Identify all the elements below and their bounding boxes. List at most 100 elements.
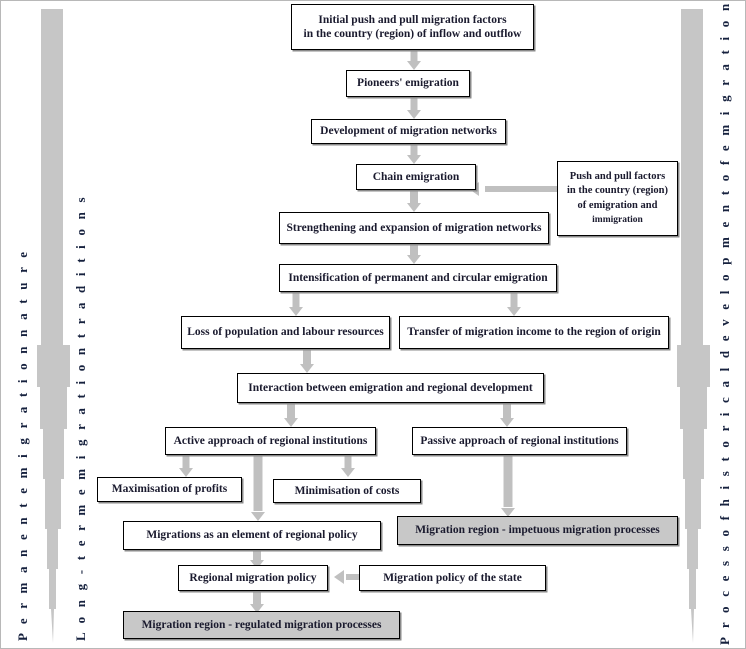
- right-tapered-arrow-icon: [677, 9, 723, 643]
- arrow-head-down-icon: [251, 512, 265, 521]
- node-push-pull-line2: in the country (region): [566, 185, 668, 197]
- node-interaction-text: Interaction between emigration and regio…: [248, 381, 533, 394]
- node-push-pull-factors[interactable]: Push and pull factors in the country (re…: [557, 161, 678, 236]
- node-impetuous-processes[interactable]: Migration region - impetuous migration p…: [397, 516, 678, 545]
- arrow-head-down-icon: [407, 110, 421, 119]
- arrow-head-down-icon: [407, 155, 421, 164]
- node-transfer-income-text: Transfer of migration income to the regi…: [407, 326, 661, 339]
- arrow-head-down-icon: [500, 418, 514, 427]
- node-chain-emigration[interactable]: Chain emigration: [356, 164, 476, 190]
- edge-active-to-maximisation: [177, 455, 195, 477]
- node-push-pull-line4: immigration: [592, 214, 643, 225]
- arrow-shaft: [410, 144, 418, 156]
- edge-development-to-chain: [405, 144, 423, 164]
- arrow-head-down-icon: [407, 203, 421, 212]
- node-maximisation-profits-text: Maximisation of profits: [111, 483, 228, 496]
- arrow-head-down-icon: [407, 61, 421, 70]
- edge-intensification-to-transfer: [505, 292, 523, 316]
- node-transfer-income[interactable]: Transfer of migration income to the regi…: [399, 316, 669, 349]
- node-intensification-text: Intensification of permanent and circula…: [288, 271, 548, 284]
- node-loss-population-text: Loss of population and labour resources: [187, 326, 384, 339]
- node-regulated-processes[interactable]: Migration region - regulated migration p…: [123, 611, 400, 639]
- left-tapered-arrow-icon: [37, 9, 83, 643]
- edge-migrations-to-regional-policy: [248, 549, 266, 569]
- arrow-shaft: [182, 455, 190, 469]
- edge-active-to-migrations-element: [248, 455, 268, 521]
- node-passive-approach-text: Passive approach of regional institution…: [420, 434, 619, 447]
- arrow-shaft: [485, 186, 557, 192]
- edge-intensification-to-loss: [287, 292, 305, 316]
- label-process-historical-development: P r o c e s s o f h i s t o r i c a l d …: [717, 0, 732, 645]
- node-push-pull-line1: Push and pull factors: [569, 171, 666, 183]
- arrow-shaft: [503, 455, 513, 507]
- edge-initial-to-pioneers: [405, 50, 423, 70]
- node-migrations-element-policy[interactable]: Migrations as an element of regional pol…: [123, 521, 381, 550]
- node-chain-emigration-text: Chain emigration: [372, 170, 460, 183]
- arrow-head-down-icon: [407, 255, 421, 264]
- arrow-shaft: [253, 591, 261, 605]
- arrow-head-left-icon: [334, 570, 344, 584]
- node-push-pull-factors-text: Push and pull factors in the country (re…: [562, 170, 673, 227]
- arrow-head-down-icon: [179, 468, 193, 477]
- node-passive-approach[interactable]: Passive approach of regional institution…: [412, 427, 627, 455]
- node-interaction[interactable]: Interaction between emigration and regio…: [237, 373, 544, 403]
- arrow-shaft: [287, 403, 295, 419]
- arrow-head-down-icon: [250, 604, 264, 613]
- node-initial-factors-line1: Initial push and pull migration factors: [318, 13, 507, 26]
- edge-regional-policy-to-regulated: [248, 591, 266, 613]
- edge-state-to-regional-policy: [334, 569, 362, 585]
- node-regulated-processes-text: Migration region - regulated migration p…: [141, 618, 382, 631]
- edge-active-to-minimisation: [339, 455, 357, 477]
- arrow-shaft: [410, 97, 418, 111]
- node-development-networks[interactable]: Development of migration networks: [311, 119, 506, 144]
- arrow-head-down-icon: [300, 364, 314, 373]
- node-intensification[interactable]: Intensification of permanent and circula…: [279, 264, 557, 292]
- arrow-head-down-icon: [507, 307, 521, 316]
- node-initial-factors-text: Initial push and pull migration factors …: [296, 13, 529, 42]
- arrow-shaft: [292, 292, 300, 308]
- node-loss-population[interactable]: Loss of population and labour resources: [181, 316, 390, 349]
- edge-loss-to-interaction: [298, 349, 316, 373]
- edge-pushpull-to-strengthening: [469, 181, 557, 197]
- arrow-shaft: [346, 574, 362, 580]
- node-push-pull-line3: of emigration and: [577, 199, 658, 211]
- arrow-shaft: [344, 455, 352, 469]
- arrow-shaft: [253, 549, 261, 561]
- arrow-shaft: [410, 50, 418, 62]
- node-active-approach-text: Active approach of regional institutions: [173, 434, 368, 447]
- node-initial-factors-line2: in the country (region) of inflow and ou…: [303, 28, 522, 40]
- edge-interaction-to-passive: [498, 403, 516, 427]
- node-regional-migration-policy-text: Regional migration policy: [189, 571, 317, 584]
- node-impetuous-processes-text: Migration region - impetuous migration p…: [415, 524, 660, 537]
- arrow-head-down-icon: [250, 560, 264, 569]
- node-migrations-element-policy-text: Migrations as an element of regional pol…: [146, 529, 358, 542]
- node-regional-migration-policy[interactable]: Regional migration policy: [178, 565, 328, 591]
- arrow-shaft: [410, 244, 418, 256]
- arrow-shaft: [253, 455, 263, 511]
- node-pioneers-emigration[interactable]: Pioneers' emigration: [346, 70, 470, 97]
- edge-passive-to-impetuous: [498, 455, 518, 517]
- arrow-head-down-icon: [289, 307, 303, 316]
- node-minimisation-costs-text: Minimisation of costs: [294, 484, 400, 497]
- node-strengthening-networks-text: Strengthening and expansion of migration…: [286, 221, 542, 234]
- node-active-approach[interactable]: Active approach of regional institutions: [165, 427, 376, 455]
- node-minimisation-costs[interactable]: Minimisation of costs: [273, 479, 421, 503]
- arrow-shaft: [303, 349, 311, 365]
- arrow-head-down-icon: [341, 468, 355, 477]
- arrow-shaft: [510, 292, 518, 308]
- node-state-migration-policy-text: Migration policy of the state: [383, 571, 522, 584]
- arrow-head-down-icon: [501, 508, 515, 517]
- edge-chain-to-strengthening: [405, 190, 423, 212]
- edge-strengthening-to-intensification: [405, 244, 423, 264]
- node-maximisation-profits[interactable]: Maximisation of profits: [97, 477, 242, 502]
- arrow-shaft: [410, 190, 418, 204]
- node-strengthening-networks[interactable]: Strengthening and expansion of migration…: [279, 212, 549, 244]
- arrow-shaft: [503, 403, 511, 419]
- node-pioneers-emigration-text: Pioneers' emigration: [357, 77, 459, 90]
- node-state-migration-policy[interactable]: Migration policy of the state: [359, 565, 546, 591]
- node-initial-factors[interactable]: Initial push and pull migration factors …: [291, 4, 534, 50]
- edge-interaction-to-active: [282, 403, 300, 427]
- arrow-head-down-icon: [284, 418, 298, 427]
- edge-pioneers-to-development: [405, 97, 423, 119]
